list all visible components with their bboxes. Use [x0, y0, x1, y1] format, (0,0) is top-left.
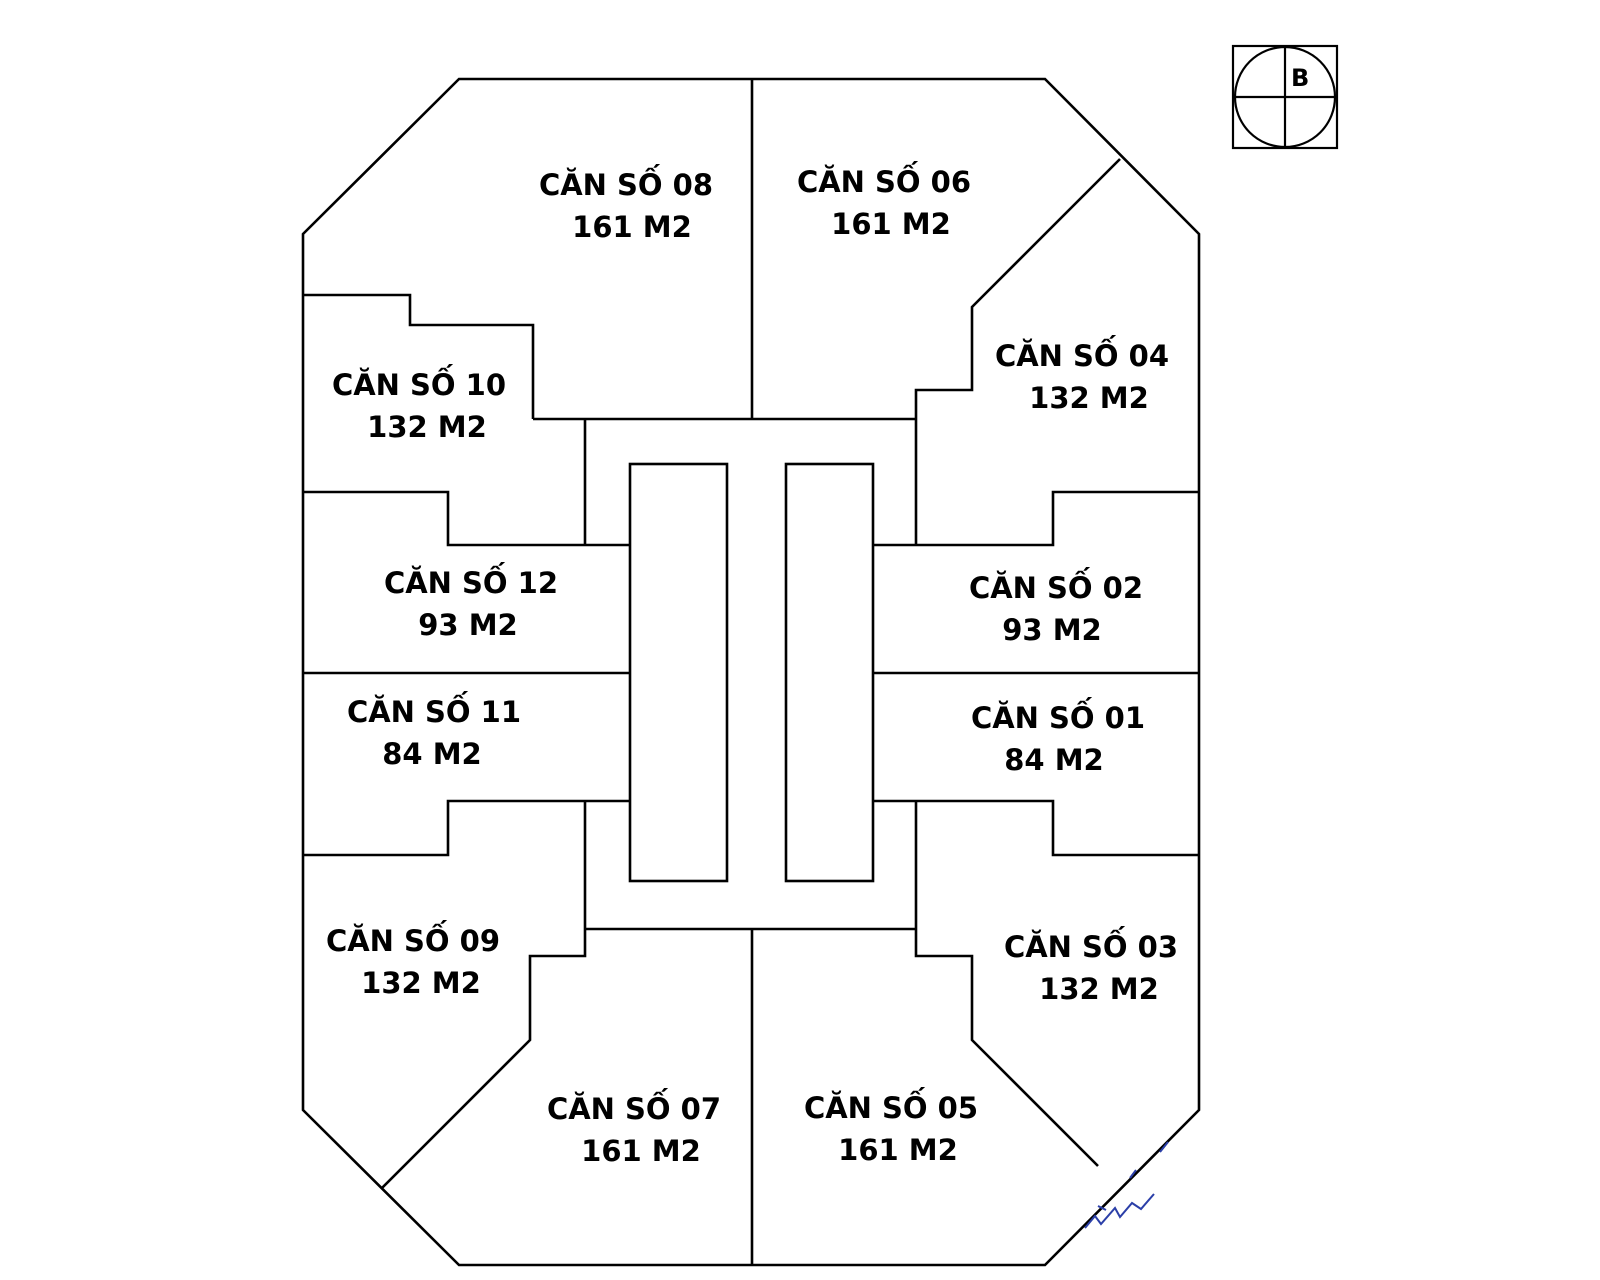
wall-unit-11-bottom [303, 799, 629, 857]
unit-labels: CĂN SỐ 08 161 M2 CĂN SỐ 06 161 M2 CĂN SỐ… [326, 161, 1178, 1168]
unit-name: CĂN SỐ 11 [347, 691, 521, 729]
unit-name: CĂN SỐ 06 [797, 161, 971, 199]
compass: B [1231, 44, 1339, 150]
unit-area: 84 M2 [1004, 743, 1104, 777]
elevator-core-left [628, 462, 729, 883]
unit-area: 161 M2 [838, 1133, 958, 1167]
stamp-mark [1084, 1141, 1169, 1229]
wall-unit-02-top [871, 490, 1199, 547]
unit-name: CĂN SỐ 04 [995, 335, 1169, 373]
unit-area: 161 M2 [572, 210, 692, 244]
unit-name: CĂN SỐ 07 [547, 1088, 721, 1126]
wall-unit-12-top [303, 490, 629, 547]
unit-name: CĂN SỐ 08 [539, 164, 713, 202]
wall-unit-04 [914, 158, 1121, 545]
wall-unit-09 [380, 929, 587, 1190]
compass-label: B [1291, 64, 1309, 92]
building-outline [301, 77, 1201, 1267]
unit-name: CĂN SỐ 10 [332, 364, 506, 402]
unit-name: CĂN SỐ 03 [1004, 926, 1178, 964]
elevator-core-right [784, 462, 875, 883]
unit-name: CĂN SỐ 01 [971, 697, 1145, 735]
unit-name: CĂN SỐ 05 [804, 1087, 978, 1125]
unit-area: 84 M2 [382, 737, 482, 771]
unit-area: 132 M2 [1029, 381, 1149, 415]
unit-area: 161 M2 [831, 207, 951, 241]
unit-area: 93 M2 [1002, 613, 1102, 647]
unit-area: 132 M2 [1039, 972, 1159, 1006]
unit-area: 132 M2 [367, 410, 487, 444]
unit-area: 161 M2 [581, 1134, 701, 1168]
unit-name: CĂN SỐ 09 [326, 920, 500, 958]
unit-name: CĂN SỐ 12 [384, 562, 558, 600]
unit-area: 93 M2 [418, 608, 518, 642]
unit-name: CĂN SỐ 02 [969, 567, 1143, 605]
wall-unit-01-bottom [871, 799, 1199, 857]
wall-unit-10 [303, 293, 535, 419]
wall-unit-03 [914, 929, 1099, 1167]
unit-area: 132 M2 [361, 966, 481, 1000]
